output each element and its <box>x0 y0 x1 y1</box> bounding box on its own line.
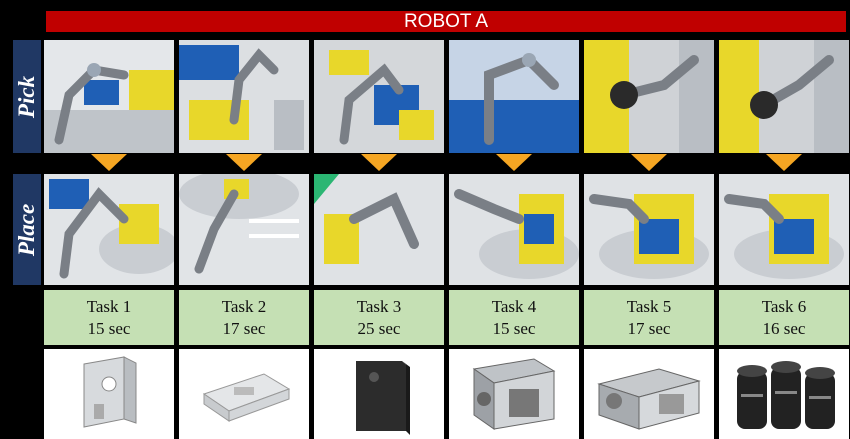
place-image-task-6 <box>719 174 849 285</box>
arrow-down-icon <box>496 154 532 171</box>
part-image-task-2 <box>179 349 309 439</box>
task-name: Task 6 <box>761 297 807 316</box>
arrow-down-icon <box>91 154 127 171</box>
pick-image-task-2 <box>179 40 309 153</box>
place-image-task-4 <box>449 174 579 285</box>
task-2-label: Task 2 17 sec <box>179 290 309 345</box>
pick-image-task-6 <box>719 40 849 153</box>
place-row-label: Place <box>13 174 41 285</box>
part-image-task-3 <box>314 349 444 439</box>
arrow-down-icon <box>766 154 802 171</box>
task-1-label: Task 1 15 sec <box>44 290 174 345</box>
task-time: 16 sec <box>762 319 806 338</box>
task-name: Task 3 <box>356 297 402 316</box>
place-image-task-3 <box>314 174 444 285</box>
pick-row-label: Pick <box>13 40 41 153</box>
pick-label-text: Pick <box>14 75 39 118</box>
pick-image-task-5 <box>584 40 714 153</box>
arrow-down-icon <box>226 154 262 171</box>
task-6-label: Task 6 16 sec <box>719 290 849 345</box>
part-image-task-5 <box>584 349 714 439</box>
part-image-task-6 <box>719 349 849 439</box>
arrow-down-icon <box>361 154 397 171</box>
task-5-label: Task 5 17 sec <box>584 290 714 345</box>
task-time: 17 sec <box>627 319 671 338</box>
part-image-task-1 <box>44 349 174 439</box>
part-image-task-4 <box>449 349 579 439</box>
task-time: 15 sec <box>492 319 536 338</box>
pick-image-task-3 <box>314 40 444 153</box>
pick-image-task-4 <box>449 40 579 153</box>
place-label-text: Place <box>14 203 40 256</box>
task-name: Task 2 <box>221 297 267 316</box>
task-3-label: Task 3 25 sec <box>314 290 444 345</box>
task-time: 17 sec <box>222 319 266 338</box>
task-time: 25 sec <box>357 319 401 338</box>
task-name: Task 4 <box>491 297 537 316</box>
arrow-down-icon <box>631 154 667 171</box>
task-time: 15 sec <box>87 319 131 338</box>
task-name: Task 1 <box>86 297 132 316</box>
pick-image-task-1 <box>44 40 174 153</box>
task-name: Task 5 <box>626 297 672 316</box>
place-image-task-2 <box>179 174 309 285</box>
place-image-task-5 <box>584 174 714 285</box>
task-4-label: Task 4 15 sec <box>449 290 579 345</box>
robot-title-banner: ROBOT A <box>46 11 846 32</box>
place-image-task-1 <box>44 174 174 285</box>
